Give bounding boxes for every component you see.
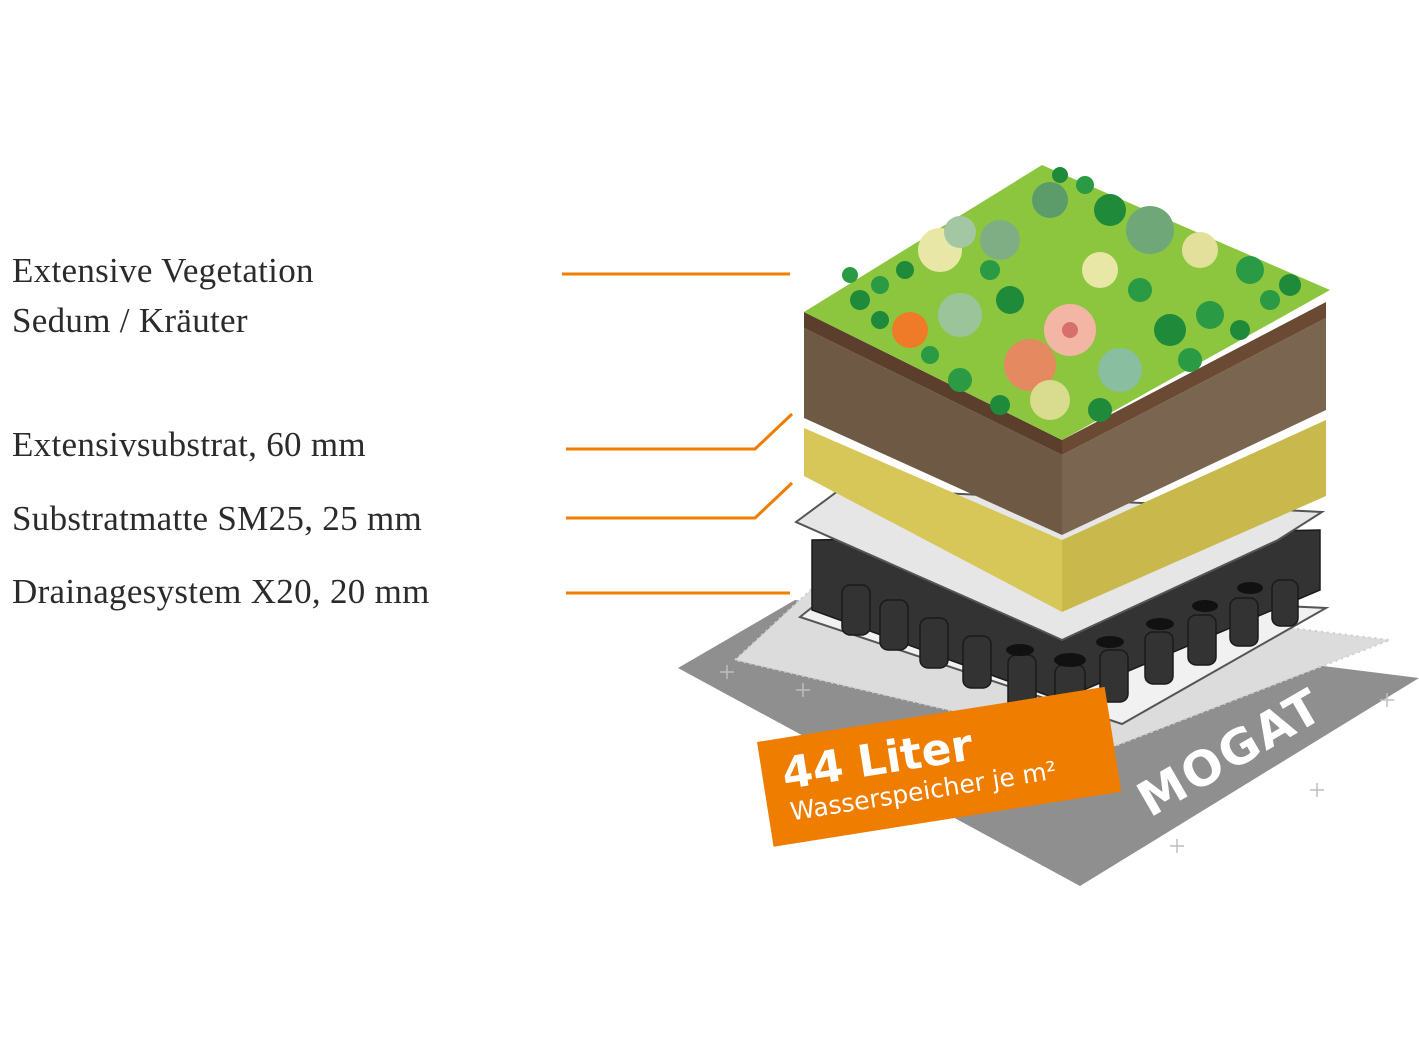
label-substrate: Extensivsubstrat, 60 mm: [12, 425, 366, 464]
substrate-mat-side: [1062, 420, 1326, 612]
label-vegetation-line1: Extensive Vegetation: [12, 251, 314, 290]
leader-line-substrate-mat: [566, 481, 794, 520]
label-substrate-mat: Substratmatte SM25, 25 mm: [12, 499, 422, 538]
drainage-holes: [1006, 582, 1263, 667]
leader-line-substrate: [566, 412, 794, 451]
substrate-front: [804, 328, 1062, 535]
substrate-mat-front: [804, 428, 1062, 612]
label-drainage: Drainagesystem X20, 20 mm: [12, 572, 430, 611]
leader-lines: [562, 272, 794, 595]
substrate-side: [1062, 318, 1326, 535]
label-vegetation: Extensive Vegetation Sedum / Kräuter: [12, 246, 314, 346]
membrane-marks: [720, 665, 1394, 853]
label-vegetation-line2: Sedum / Kräuter: [12, 301, 248, 340]
vegetation-plants: [842, 167, 1301, 422]
